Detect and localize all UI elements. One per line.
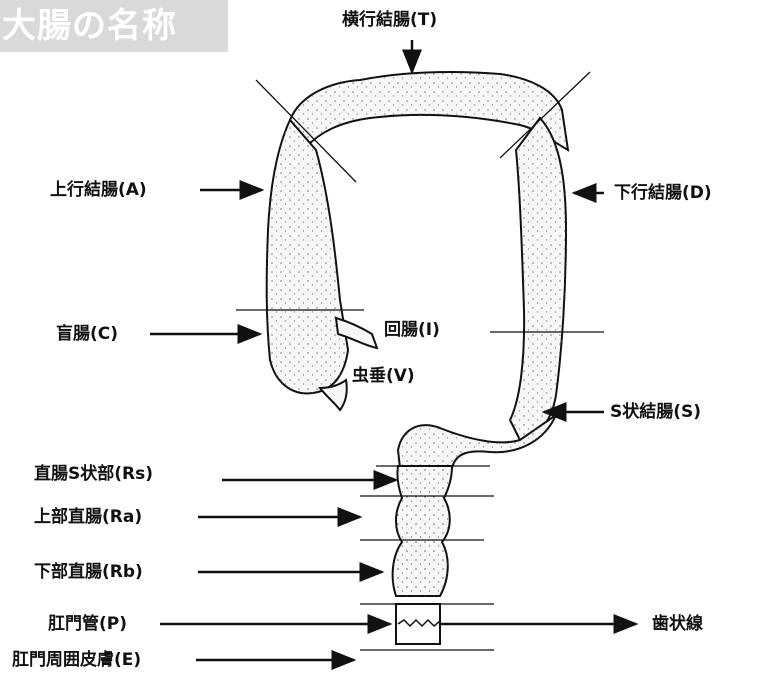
label-dentate-line: 歯状線 bbox=[652, 614, 703, 634]
label-transverse-colon: 横行結腸(T) bbox=[342, 10, 437, 30]
label-cecum: 盲腸(C) bbox=[56, 324, 118, 344]
label-descending-colon: 下行結腸(D) bbox=[614, 183, 712, 203]
label-perianal-skin: 肛門周囲皮膚(E) bbox=[12, 650, 141, 670]
anal-canal-shape bbox=[396, 604, 440, 644]
label-ileum: 回腸(I) bbox=[384, 320, 440, 340]
label-upper-rectum: 上部直腸(Ra) bbox=[34, 507, 142, 527]
label-anal-canal: 肛門管(P) bbox=[48, 614, 127, 634]
label-rectosigmoid: 直腸S状部(Rs) bbox=[34, 464, 153, 484]
label-sigmoid-colon: S状結腸(S) bbox=[610, 402, 701, 422]
label-lower-rectum: 下部直腸(Rb) bbox=[34, 562, 143, 582]
label-appendix: 虫垂(V) bbox=[352, 366, 415, 386]
label-ascending-colon: 上行結腸(A) bbox=[50, 180, 147, 200]
